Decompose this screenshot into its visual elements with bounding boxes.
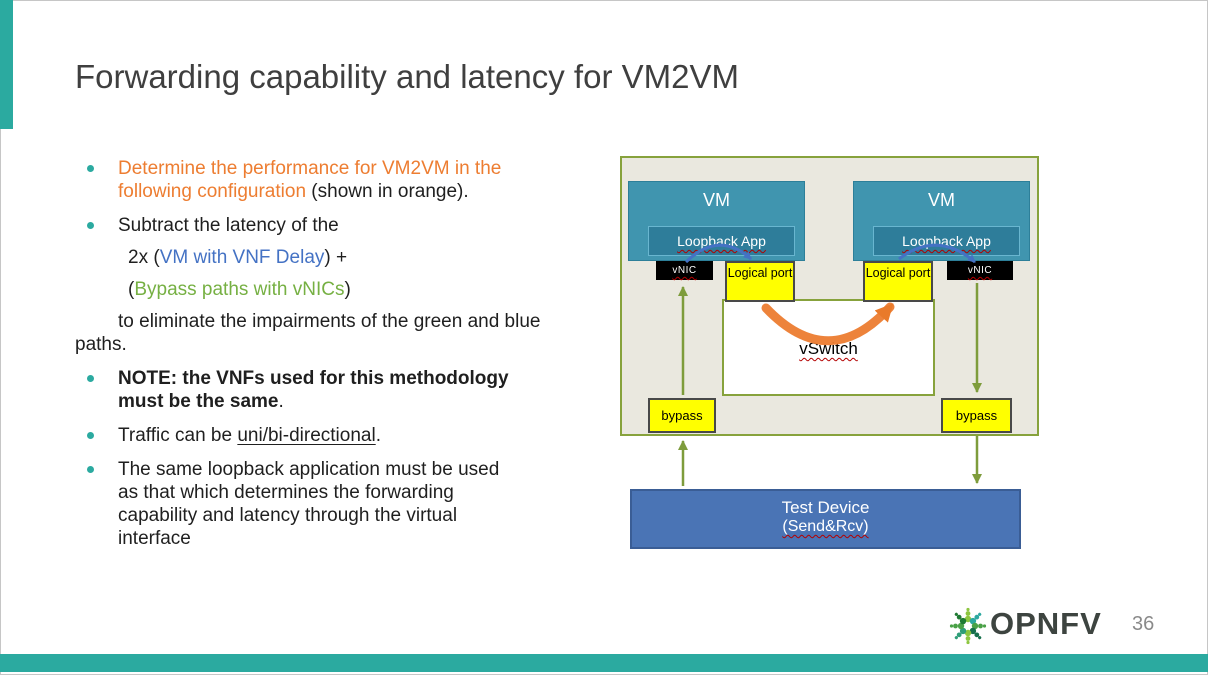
vnic-left-label: vNIC <box>672 265 697 276</box>
page-title: Forwarding capability and latency for VM… <box>75 58 739 95</box>
plain-text: Traffic can be <box>118 425 238 446</box>
logical-port-left: Logical port <box>725 261 795 302</box>
opnfv-flower-icon <box>949 607 987 645</box>
teal-corner-bar <box>0 0 13 129</box>
bypass-box-right: bypass <box>941 398 1012 433</box>
teal-bottom-bar <box>0 654 1208 672</box>
bullet-item-subtract: Subtract the latency of the 2x (VM with … <box>75 214 580 356</box>
vnic-box-right: vNIC <box>947 261 1013 280</box>
underlined-text: uni/bi-directional <box>237 425 376 446</box>
formula-line-bypass: (Bypass paths with vNICs) <box>128 278 580 301</box>
opnfv-logo-text: OPNFV <box>990 606 1102 641</box>
bullet-marker <box>87 165 94 172</box>
formula-line-eliminate: to eliminate the impairments of the gree… <box>75 311 541 355</box>
plain-text: ( <box>128 279 135 300</box>
bullet-marker <box>87 466 94 473</box>
green-path-text: Bypass paths with vNICs <box>134 279 345 300</box>
formula-line-vm-delay: 2x (VM with VNF Delay) + <box>128 246 580 269</box>
vswitch-box: vSwitch <box>722 299 935 396</box>
bullet-marker <box>87 432 94 439</box>
plain-text: ) <box>344 279 351 300</box>
bullet-text: Determine the performance for VM2VM in t… <box>118 157 580 203</box>
vm-left-title: VM <box>703 190 730 210</box>
subtract-lead-text: Subtract the latency of the <box>118 215 339 236</box>
loopback-app-right: Loopback App <box>873 226 1020 256</box>
logical-port-right: Logical port <box>863 261 933 302</box>
bullet-item-loopback-app: The same loopback application must be us… <box>75 458 580 550</box>
test-device-subtitle: (Send&Rcv) <box>632 518 1019 536</box>
loopback-app-left-label: Loopback App <box>677 233 766 249</box>
bullet-marker <box>87 375 94 382</box>
bullet-item-traffic: Traffic can be uni/bi-directional. <box>75 424 580 447</box>
plain-text: (shown in orange). <box>306 181 469 202</box>
note-bold-text: NOTE: the VNFs used for this methodology… <box>118 368 509 412</box>
bullet-text: Traffic can be uni/bi-directional. <box>118 424 580 447</box>
test-device-title: Test Device <box>781 498 870 517</box>
loopback-app-right-label: Loopback App <box>902 233 991 249</box>
bullet-marker <box>87 222 94 229</box>
orange-highlight-text: Determine the performance for VM2VM in t… <box>118 158 502 202</box>
bullet-text: NOTE: the VNFs used for this methodology… <box>118 367 538 413</box>
vm-right-title: VM <box>928 190 955 210</box>
bullet-item-determine: Determine the performance for VM2VM in t… <box>75 157 580 203</box>
plain-text: ) + <box>324 247 348 268</box>
plain-text: 2x ( <box>128 247 160 268</box>
blue-path-text: VM with VNF Delay <box>159 247 325 268</box>
plain-text: . <box>375 425 381 446</box>
vnic-box-left: vNIC <box>656 261 713 280</box>
vswitch-label: vSwitch <box>799 339 858 358</box>
loopback-app-left: Loopback App <box>648 226 795 256</box>
vnic-right-label: vNIC <box>967 265 993 276</box>
bullet-text: The same loopback application must be us… <box>118 459 500 549</box>
send-rcv-label: (Send&Rcv) <box>782 518 869 535</box>
test-device-box: Test Device (Send&Rcv) <box>630 489 1021 549</box>
bullet-text: Subtract the latency of the 2x (VM with … <box>75 214 580 356</box>
page-number: 36 <box>1132 613 1155 635</box>
plain-text: . <box>278 391 284 412</box>
bypass-box-left: bypass <box>648 398 716 433</box>
bullet-list: Determine the performance for VM2VM in t… <box>75 157 580 561</box>
bullet-item-note: NOTE: the VNFs used for this methodology… <box>75 367 580 413</box>
